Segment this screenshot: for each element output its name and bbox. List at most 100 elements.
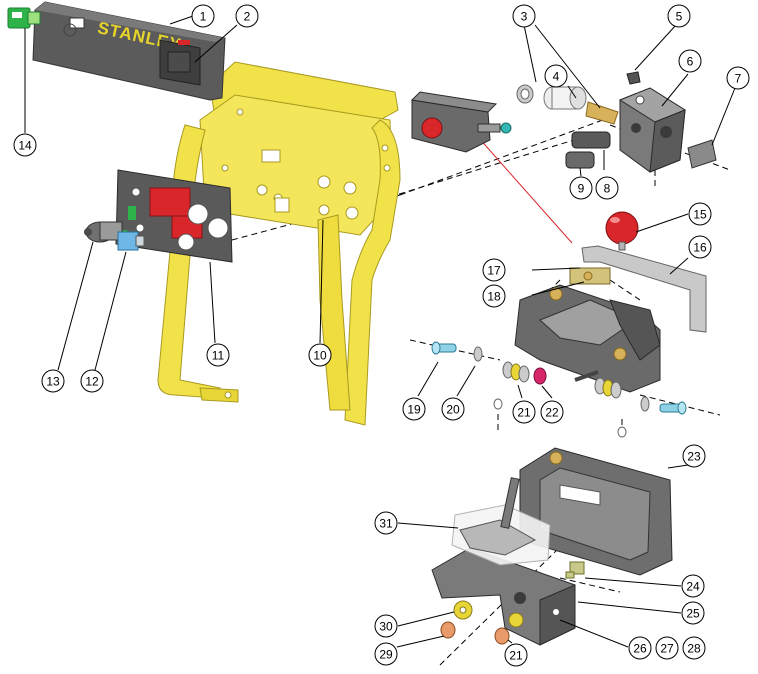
callout-21: 21 <box>512 400 536 424</box>
blue-switch <box>117 231 145 251</box>
callout-number: 5 <box>676 10 683 24</box>
callout-4: 4 <box>544 64 568 88</box>
callout-circle <box>726 66 750 90</box>
callout-number: 6 <box>687 55 694 69</box>
callout-number: 1 <box>200 10 207 24</box>
valve-bracket <box>410 91 512 153</box>
red-knob <box>605 211 639 251</box>
right-washers <box>594 377 650 412</box>
plate-16 <box>581 245 707 333</box>
callout-number: 13 <box>46 375 60 389</box>
fitting-8 <box>571 131 611 149</box>
plug-5 <box>626 71 641 85</box>
callout-number: 2 <box>244 10 251 24</box>
callout-27: 27 <box>655 636 679 660</box>
callout-circle <box>681 601 705 625</box>
pin-19 <box>431 341 457 355</box>
callout-circle <box>540 400 564 424</box>
callout-17: 17 <box>482 258 506 282</box>
washer-3 <box>516 84 534 104</box>
callout-circle <box>482 284 506 308</box>
callout-circle <box>80 369 104 393</box>
callout-number: 23 <box>687 450 701 464</box>
leader-lines <box>24 15 736 648</box>
callout-15: 15 <box>688 202 712 226</box>
callout-number: 20 <box>446 403 460 417</box>
spacer-22 <box>533 367 547 385</box>
callout-circle <box>628 636 652 660</box>
callout-circle <box>206 343 230 367</box>
callout-circle <box>544 64 568 88</box>
callout-number: 31 <box>379 517 393 531</box>
callout-11: 11 <box>206 343 230 367</box>
valve-block-6 <box>618 87 687 173</box>
callout-18: 18 <box>482 284 506 308</box>
power-socket <box>84 221 123 243</box>
base-bracket-25 <box>431 547 576 646</box>
callout-number: 22 <box>545 406 559 420</box>
callout-circle <box>688 202 712 226</box>
callout-26: 26 <box>628 636 652 660</box>
coupler-4 <box>543 86 587 110</box>
callout-number: 16 <box>693 241 707 255</box>
small-washers <box>493 398 627 438</box>
callout-circle <box>512 400 536 424</box>
callout-22: 22 <box>540 400 564 424</box>
callout-circle <box>402 397 426 421</box>
callout-10: 10 <box>308 343 332 367</box>
callout-number: 12 <box>85 375 99 389</box>
callout-24: 24 <box>681 574 705 598</box>
callout-2: 2 <box>235 4 259 28</box>
callout-20: 20 <box>441 397 465 421</box>
red-guide-line <box>469 127 573 244</box>
bracket-assembly <box>514 267 661 393</box>
callout-21b: 21 <box>504 643 528 667</box>
callout-circle <box>667 4 691 28</box>
callout-3: 3 <box>512 4 536 28</box>
washer-30 <box>453 600 473 620</box>
callout-circle <box>191 4 215 28</box>
bolt-24 <box>565 561 585 579</box>
fitting-7 <box>687 139 717 169</box>
stanley-label-plate: STANLEY <box>32 1 226 101</box>
callout-7: 7 <box>726 66 750 90</box>
callout-circle <box>682 444 706 468</box>
callout-number: 7 <box>735 72 742 86</box>
callout-number: 14 <box>18 139 32 153</box>
callout-circle <box>595 176 619 200</box>
washers-21 <box>502 361 530 383</box>
callout-circle <box>13 133 37 157</box>
callout-14: 14 <box>13 133 37 157</box>
callout-6: 6 <box>678 49 702 73</box>
callout-16: 16 <box>688 235 712 259</box>
callout-number: 26 <box>633 642 647 656</box>
callout-circle <box>688 235 712 259</box>
yellow-frame <box>157 61 401 426</box>
callout-number: 24 <box>686 580 700 594</box>
callout-circle <box>441 397 465 421</box>
pin-right <box>659 401 687 415</box>
callout-9: 9 <box>569 176 593 200</box>
callout-13: 13 <box>41 369 65 393</box>
callout-circle <box>41 369 65 393</box>
callout-30: 30 <box>374 614 398 638</box>
callout-29: 29 <box>374 642 398 666</box>
callout-31: 31 <box>374 511 398 535</box>
callout-number: 17 <box>487 264 501 278</box>
callout-circle <box>308 343 332 367</box>
callout-19: 19 <box>402 397 426 421</box>
callout-5: 5 <box>667 4 691 28</box>
callout-number: 10 <box>313 349 327 363</box>
callout-number: 4 <box>553 70 560 84</box>
washer-20 <box>473 346 483 362</box>
callout-circle <box>374 642 398 666</box>
bracket-23 <box>519 447 673 576</box>
callout-circle <box>504 643 528 667</box>
callout-12: 12 <box>80 369 104 393</box>
callout-28: 28 <box>682 636 706 660</box>
callout-circle <box>512 4 536 28</box>
callout-number: 8 <box>604 182 611 196</box>
callout-1: 1 <box>191 4 215 28</box>
callout-number: 25 <box>686 607 700 621</box>
